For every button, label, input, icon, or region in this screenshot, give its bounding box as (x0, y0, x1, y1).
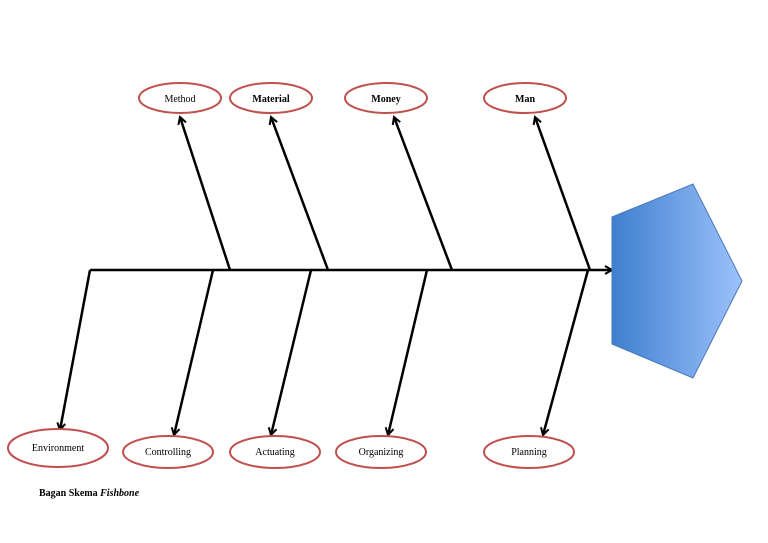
cause-node-man: Man (483, 82, 567, 114)
bone-top-money (394, 117, 454, 271)
caption-emphasis: Fishbone (100, 488, 140, 499)
cause-node-organizing: Organizing (335, 435, 427, 469)
cause-node-material: Material (229, 82, 313, 114)
bone-top-material (271, 117, 330, 271)
bone-bottom-controlling (174, 269, 215, 435)
cause-node-environment: Environment (7, 428, 109, 468)
bone-top-man (535, 117, 592, 271)
bone-top-method (180, 117, 232, 271)
cause-node-planning: Planning (483, 435, 575, 469)
cause-node-method: Method (138, 82, 222, 114)
bone-bottom-planning (543, 269, 590, 435)
figure-caption: Bagan Skema Fishbone (39, 488, 139, 499)
cause-label-controlling: Controlling (145, 447, 191, 458)
bone-bottom-environment (60, 269, 92, 430)
cause-label-organizing: Organizing (359, 447, 404, 458)
cause-node-actuating: Actuating (229, 435, 321, 469)
cause-label-material: Material (252, 94, 289, 105)
cause-label-planning: Planning (511, 447, 547, 458)
cause-label-money: Money (371, 94, 400, 105)
fish-head-shape (611, 183, 743, 379)
cause-label-environment: Environment (32, 443, 84, 454)
caption-prefix: Bagan Skema (39, 488, 98, 499)
cause-label-man: Man (515, 94, 535, 105)
cause-node-money: Money (344, 82, 428, 114)
bone-bottom-actuating (271, 269, 313, 435)
cause-label-actuating: Actuating (255, 447, 294, 458)
cause-node-controlling: Controlling (122, 435, 214, 469)
cause-label-method: Method (164, 94, 195, 105)
bone-bottom-organizing (388, 269, 429, 435)
